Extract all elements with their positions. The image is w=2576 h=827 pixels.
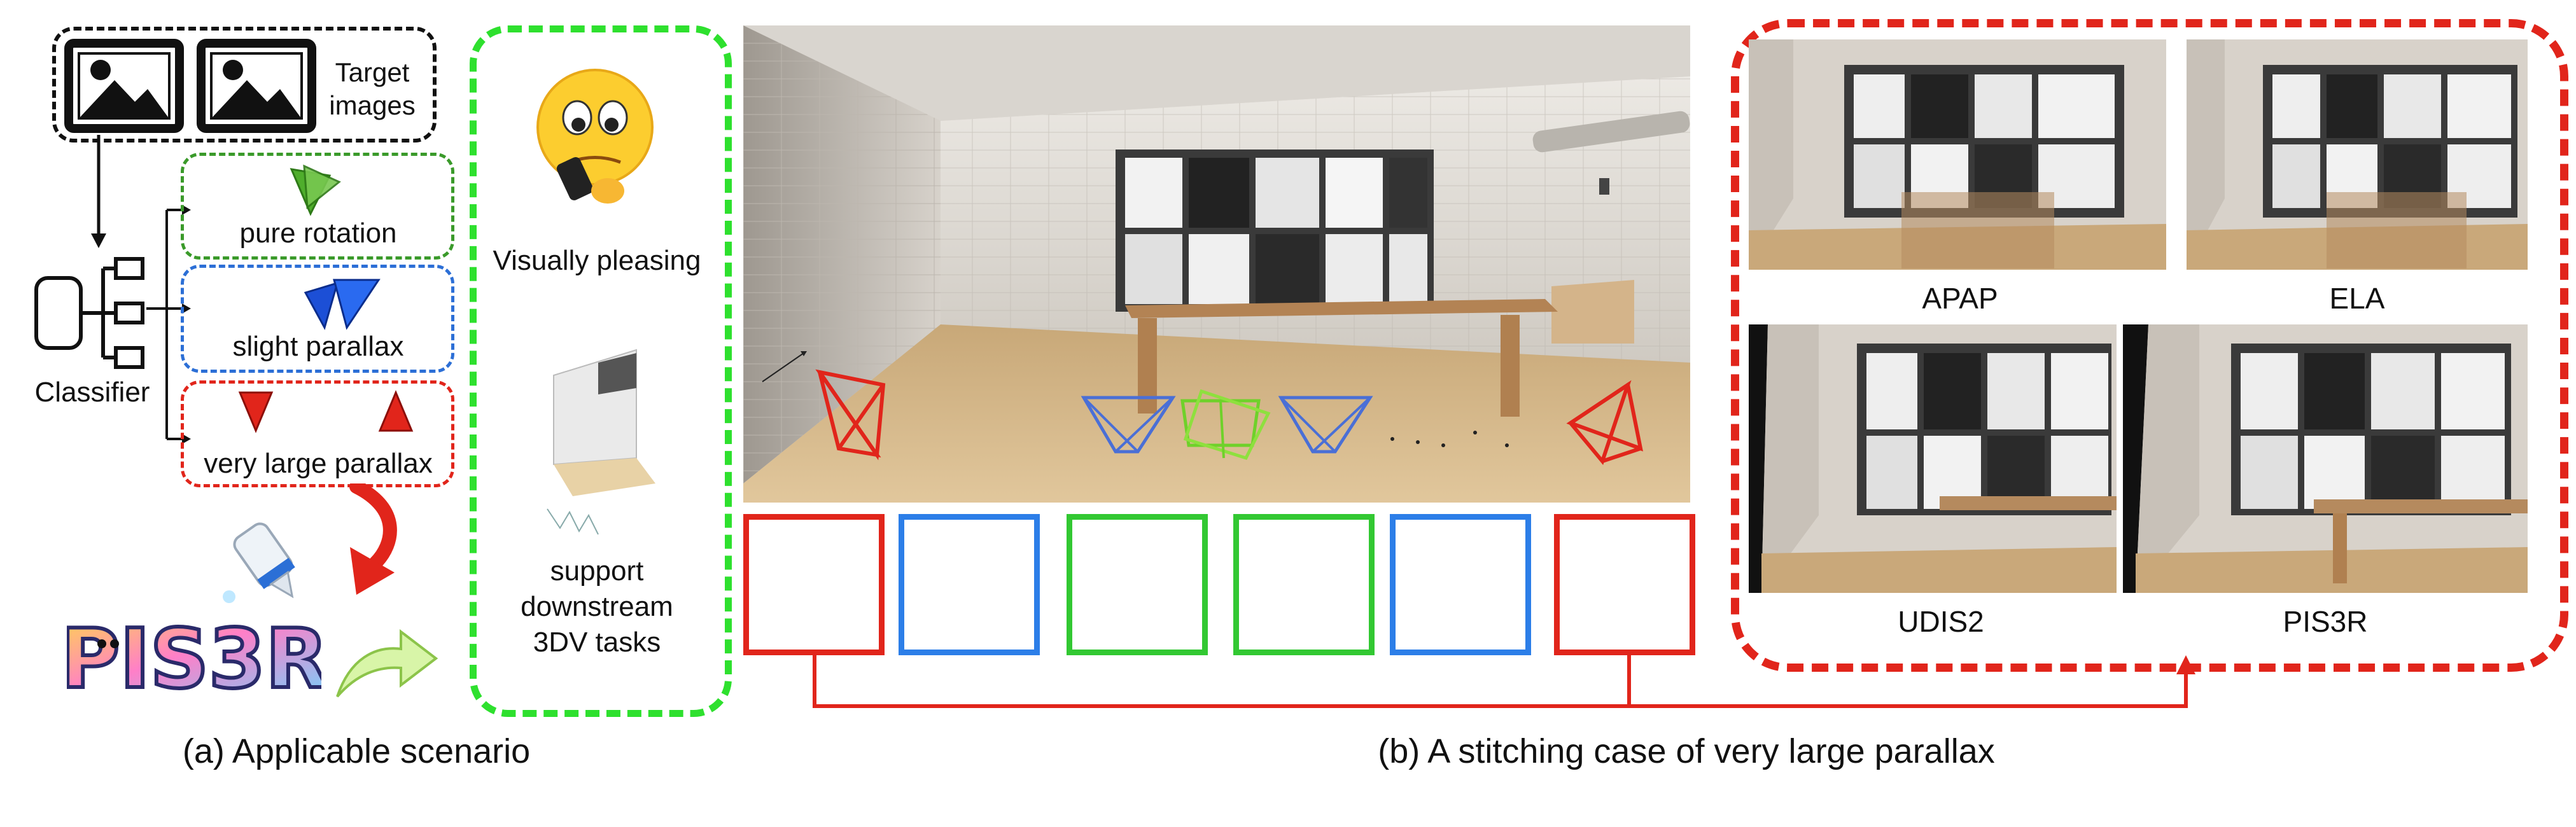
camera-frustum-blue bbox=[1081, 396, 1176, 454]
very-large-parallax-box bbox=[181, 380, 454, 487]
image-icon bbox=[64, 39, 184, 133]
camera-frustum-green bbox=[1180, 389, 1271, 461]
classifier-bracket bbox=[146, 205, 191, 444]
pure-rotation-box bbox=[181, 153, 454, 260]
camera-frustum-blue bbox=[1278, 396, 1373, 454]
emoji-phone-icon bbox=[536, 69, 654, 204]
caption-b: (b) A stitching case of very large paral… bbox=[1378, 732, 1995, 770]
3d-scene-icon bbox=[547, 349, 655, 535]
benefits-box bbox=[470, 25, 732, 717]
large-parallax-camera-icon bbox=[238, 391, 274, 433]
green-arrow-icon bbox=[336, 629, 438, 698]
image-icon bbox=[197, 39, 316, 133]
view-thumbnail[interactable] bbox=[743, 514, 885, 655]
result-image-apap bbox=[1749, 39, 2166, 270]
curved-arrow-icon bbox=[349, 483, 397, 595]
camera-frustum-red bbox=[1566, 380, 1643, 466]
rotation-camera-icon bbox=[290, 164, 341, 216]
result-image-udis2 bbox=[1749, 324, 2117, 593]
result-image-ela bbox=[2187, 39, 2528, 270]
view-thumbnail[interactable] bbox=[1233, 514, 1375, 655]
view-thumbnail[interactable] bbox=[1390, 514, 1531, 655]
slight-parallax-box bbox=[181, 265, 454, 373]
view-thumbnail[interactable] bbox=[1067, 514, 1208, 655]
slight-parallax-label: slight parallax bbox=[232, 331, 404, 362]
view-thumbnail[interactable] bbox=[1554, 514, 1695, 655]
down-arrow-icon bbox=[91, 135, 106, 248]
visually-pleasing-label: Visually pleasing bbox=[493, 245, 701, 276]
method-label-apap: APAP bbox=[1922, 282, 1998, 315]
target-images-box bbox=[52, 27, 437, 142]
result-image-pis3r bbox=[2123, 324, 2528, 593]
scene-photo bbox=[743, 25, 1690, 503]
method-label-pis3r: PIS3R bbox=[2283, 605, 2368, 638]
very-large-parallax-label: very large parallax bbox=[204, 448, 433, 479]
svg-text:PIS3R: PIS3R bbox=[67, 612, 321, 707]
method-label-udis2: UDIS2 bbox=[1898, 605, 1984, 638]
pis3r-logo: PIS3R bbox=[67, 604, 321, 712]
camera-frustum-red bbox=[815, 369, 886, 461]
target-images-label: Target images bbox=[329, 57, 416, 120]
slight-parallax-camera-icon bbox=[304, 279, 381, 330]
glue-bottle-icon bbox=[223, 522, 295, 603]
view-thumbnail[interactable] bbox=[899, 514, 1040, 655]
method-label-ela: ELA bbox=[2329, 282, 2385, 315]
caption-a: (a) Applicable scenario bbox=[182, 732, 531, 770]
pure-rotation-label: pure rotation bbox=[239, 218, 397, 249]
results-box bbox=[1731, 19, 2568, 672]
large-parallax-camera-icon bbox=[378, 390, 414, 432]
classifier-icon bbox=[34, 257, 144, 369]
downstream-label: support downstream 3DV tasks bbox=[521, 555, 673, 658]
classifier-label: Classifier bbox=[34, 377, 150, 408]
